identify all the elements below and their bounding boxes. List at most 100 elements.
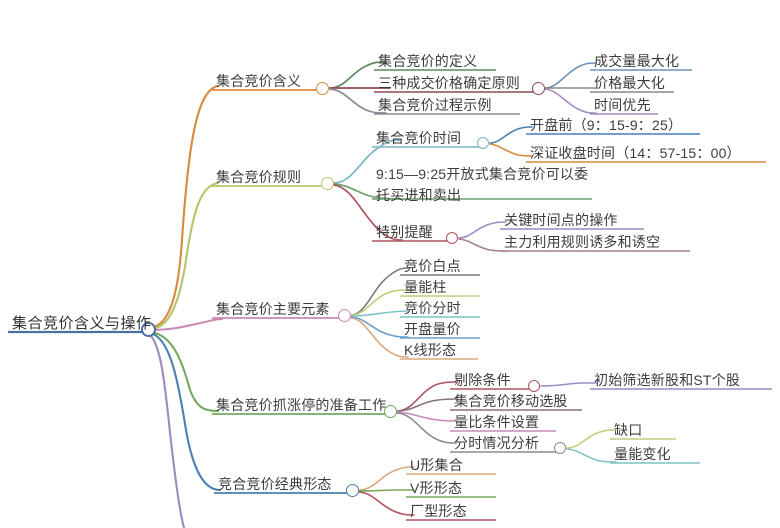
edge-root-to-branch-6: [147, 332, 186, 528]
node-b5-c2[interactable]: V形形态: [408, 478, 464, 499]
branch-2-label: 集合竞价规则: [216, 169, 302, 185]
edge-root-to-branch-2: [148, 181, 220, 331]
branch-4-label: 集合竞价抓涨停的准备工作: [216, 397, 387, 413]
node-b4-c1-s1[interactable]: 初始筛选新股和ST个股: [592, 370, 742, 391]
b1-c2-s3-label: 时间优先: [594, 97, 651, 113]
node-b5-c1[interactable]: U形集合: [408, 455, 465, 476]
node-dot-root[interactable]: [141, 322, 156, 337]
b5-c1-label: U形集合: [410, 457, 463, 473]
b3-c5-label: K线形态: [404, 342, 457, 358]
node-b1-c2-s2[interactable]: 价格最大化: [592, 73, 667, 94]
node-dot-b2-c3[interactable]: [446, 232, 458, 244]
node-branch-5[interactable]: 竞合竞价经典形态: [216, 474, 334, 495]
node-dot-b4-c1[interactable]: [528, 380, 540, 392]
b1-c3-label: 集合竞价过程示例: [378, 97, 492, 113]
edge-b3-c5: [350, 317, 409, 358]
edge-b3-c4: [350, 316, 409, 338]
b3-c4-label: 开盘量价: [404, 321, 461, 337]
node-b3-c4[interactable]: 开盘量价: [402, 319, 463, 340]
edge-b4-c2: [396, 398, 457, 412]
edge-b3-c3: [350, 310, 409, 317]
node-b1-c2-s1[interactable]: 成交量最大化: [592, 51, 681, 72]
b5-c3-label: 厂型形态: [410, 503, 467, 519]
node-b3-c2[interactable]: 量能柱: [402, 277, 449, 298]
b3-c2-label: 量能柱: [404, 279, 447, 295]
node-b2-c3-s1[interactable]: 关键时间点的操作: [502, 210, 620, 231]
b2-c3-s2-label: 主力利用规则诱多和诱空: [504, 234, 661, 250]
node-b4-c4-s2[interactable]: 量能变化: [612, 444, 673, 465]
root-node[interactable]: 集合竞价含义与操作: [10, 313, 154, 336]
node-b2-c3[interactable]: 特别提醒: [374, 222, 435, 243]
edge-b2c3-s2: [458, 238, 507, 252]
b1-c2-label: 三种成交价格确定原则: [378, 75, 520, 91]
node-b2-c1-s1[interactable]: 开盘前（9：15-9：25）: [528, 115, 684, 136]
b4-c3-label: 量比条件设置: [454, 414, 540, 430]
b2-c1-s2-label: 深证收盘时间（14：57-15：00）: [530, 145, 741, 161]
edge-b2c3-s1: [458, 221, 507, 239]
node-b4-c4[interactable]: 分时情况分析: [452, 433, 541, 454]
b2-c3-s1-label: 关键时间点的操作: [504, 212, 618, 228]
b1-c1-label: 集合竞价的定义: [378, 53, 478, 69]
node-branch-1[interactable]: 集合竞价含义: [214, 71, 303, 92]
node-b3-c3[interactable]: 竞价分时: [402, 298, 463, 319]
b3-c3-label: 竞价分时: [404, 300, 461, 316]
b3-c1-label: 竞价白点: [404, 258, 461, 274]
edge-b5-c3: [358, 491, 415, 516]
node-b4-c4-s1[interactable]: 缺口: [612, 420, 644, 441]
node-b1-c1[interactable]: 集合竞价的定义: [376, 51, 479, 72]
edge-b2c1-s2: [489, 143, 533, 157]
b1-c2-s1-label: 成交量最大化: [594, 53, 680, 69]
b2-c2-label: 9:15—9:25开放式集合竞价可以委托买进和卖出: [376, 166, 589, 203]
node-branch-2[interactable]: 集合竞价规则: [214, 167, 303, 188]
node-b5-c3[interactable]: 厂型形态: [408, 501, 469, 522]
node-b3-c1[interactable]: 竞价白点: [402, 256, 463, 277]
b1-c2-s2-label: 价格最大化: [594, 75, 665, 91]
root-label: 集合竞价含义与操作: [12, 315, 152, 332]
node-b2-c1[interactable]: 集合竞价时间: [374, 128, 463, 149]
node-dot-branch-4[interactable]: [384, 405, 397, 418]
node-b3-c5[interactable]: K线形态: [402, 340, 458, 361]
node-dot-branch-2[interactable]: [321, 177, 334, 190]
edge-b4c4-s1: [566, 429, 617, 449]
node-branch-4[interactable]: 集合竞价抓涨停的准备工作: [214, 395, 388, 416]
node-dot-b2-c1[interactable]: [477, 137, 489, 149]
node-dot-branch-1[interactable]: [316, 82, 329, 95]
b2-c3-label: 特别提醒: [376, 224, 433, 240]
node-dot-branch-3[interactable]: [338, 309, 351, 322]
edge-b4-c3: [396, 411, 457, 422]
edge-root-to-branch-4: [148, 330, 220, 413]
edge-root-to-branch-5: [148, 331, 222, 492]
node-b2-c2[interactable]: 9:15—9:25开放式集合竞价可以委托买进和卖出: [374, 164, 598, 207]
node-b4-c2[interactable]: 集合竞价移动选股: [452, 391, 570, 412]
edge-b2c1-s1: [489, 126, 533, 144]
node-b1-c2[interactable]: 三种成交价格确定原则: [376, 73, 522, 94]
branch-3-label: 集合竞价主要元素: [216, 301, 330, 317]
branch-5-label: 竞合竞价经典形态: [218, 476, 332, 492]
edge-b4c1-s1: [540, 382, 597, 387]
edge-root-to-branch-3: [149, 317, 224, 332]
node-b1-c3[interactable]: 集合竞价过程示例: [376, 95, 494, 116]
node-b1-c2-s3[interactable]: 时间优先: [592, 95, 653, 116]
edge-root-to-branch-1: [148, 84, 220, 330]
node-b4-c3[interactable]: 量比条件设置: [452, 412, 541, 433]
b4-c2-label: 集合竞价移动选股: [454, 393, 568, 409]
node-b4-c1[interactable]: 剔除条件: [452, 370, 513, 391]
b2-c1-label: 集合竞价时间: [376, 130, 462, 146]
b5-c2-label: V形形态: [410, 480, 463, 496]
edge-b5-c1: [358, 466, 415, 491]
edge-b3-c1: [350, 267, 409, 316]
edge-b1c2-s3: [544, 88, 597, 114]
node-dot-b4-c4[interactable]: [554, 442, 566, 454]
branch-1-label: 集合竞价含义: [216, 73, 302, 89]
edge-b1c2-s1: [544, 62, 597, 89]
edge-b4c4-s2: [566, 448, 617, 463]
node-b2-c3-s2[interactable]: 主力利用规则诱多和诱空: [502, 232, 662, 253]
node-b2-c1-s2[interactable]: 深证收盘时间（14：57-15：00）: [528, 143, 743, 164]
b4-c4-s1-label: 缺口: [614, 422, 643, 438]
b4-c4-label: 分时情况分析: [454, 435, 540, 451]
node-branch-3[interactable]: 集合竞价主要元素: [214, 299, 332, 320]
b4-c4-s2-label: 量能变化: [614, 446, 671, 462]
node-dot-branch-5[interactable]: [346, 484, 359, 497]
node-dot-b1-c2[interactable]: [532, 82, 545, 95]
edge-b5-c2: [358, 489, 415, 492]
